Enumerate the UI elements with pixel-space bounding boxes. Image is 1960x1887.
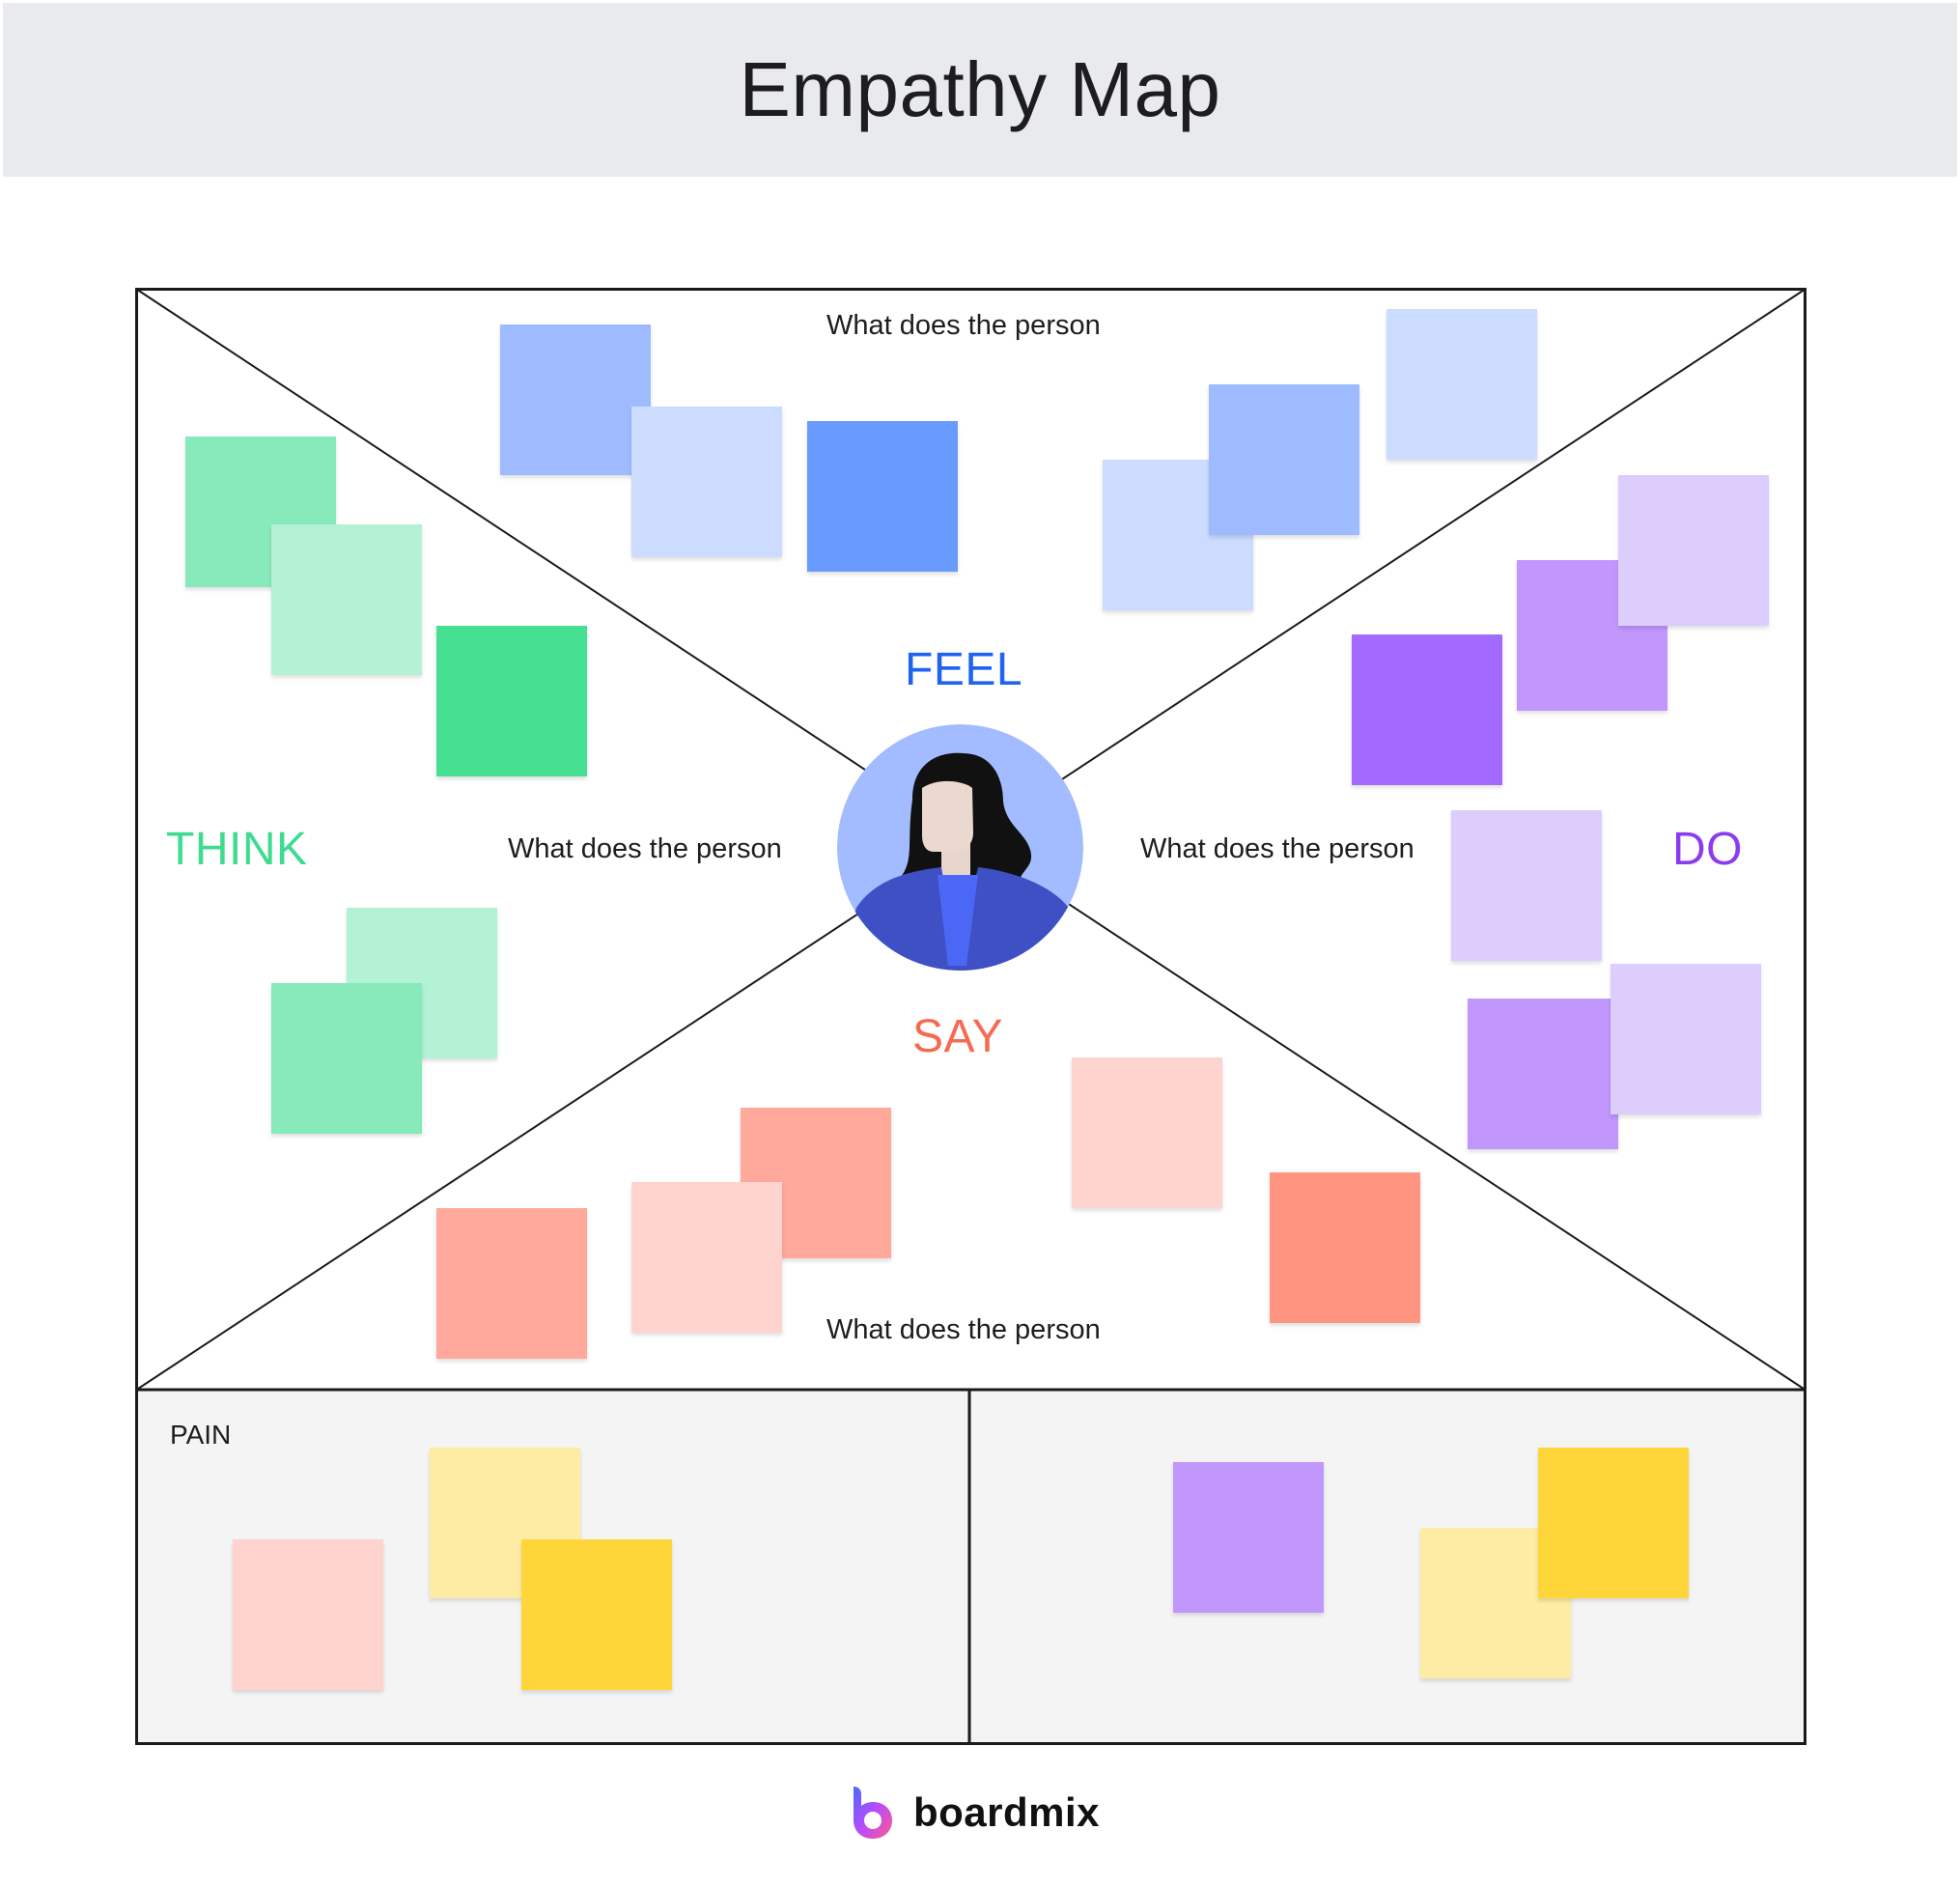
sticky-note[interactable] <box>1468 999 1618 1149</box>
footer-brand: boardmix <box>850 1779 1100 1846</box>
header-bar: Empathy Map <box>3 3 1957 177</box>
boardmix-logo-icon <box>854 1787 892 1839</box>
say-prompt: What does the person <box>826 1314 1101 1345</box>
sticky-note[interactable] <box>1451 810 1602 961</box>
sticky-note[interactable] <box>807 421 958 572</box>
feel-prompt: What does the person <box>826 310 1101 341</box>
sticky-note[interactable] <box>1618 475 1769 626</box>
sticky-note[interactable] <box>233 1539 383 1690</box>
sticky-note[interactable] <box>1352 634 1502 785</box>
sticky-note[interactable] <box>631 1182 782 1333</box>
think-label: THINK <box>166 824 308 875</box>
sticky-note[interactable] <box>631 407 782 557</box>
sticky-note[interactable] <box>1072 1057 1222 1208</box>
sticky-note[interactable] <box>1538 1448 1689 1598</box>
pain-label: PAIN <box>170 1420 232 1450</box>
say-label: SAY <box>912 1011 1003 1062</box>
sticky-note[interactable] <box>436 1208 587 1359</box>
sticky-note[interactable] <box>436 626 587 776</box>
sticky-note[interactable] <box>1209 384 1359 535</box>
sticky-note[interactable] <box>500 324 651 475</box>
sticky-note[interactable] <box>521 1539 672 1690</box>
page-title: Empathy Map <box>739 46 1221 132</box>
do-label: DO <box>1672 824 1743 875</box>
sticky-note[interactable] <box>1173 1462 1324 1613</box>
empathy-map: FEEL THINK DO SAY What does the person W… <box>135 288 1806 1746</box>
do-prompt: What does the person <box>1140 833 1414 864</box>
think-prompt: What does the person <box>508 833 782 864</box>
feel-label: FEEL <box>905 644 1023 695</box>
brand-name: boardmix <box>913 1789 1101 1835</box>
sticky-note[interactable] <box>1270 1172 1420 1323</box>
persona-avatar <box>837 724 1083 971</box>
sticky-note[interactable] <box>271 524 422 675</box>
sticky-note[interactable] <box>271 983 422 1134</box>
sticky-note[interactable] <box>1610 964 1761 1114</box>
sticky-note[interactable] <box>1386 309 1537 460</box>
